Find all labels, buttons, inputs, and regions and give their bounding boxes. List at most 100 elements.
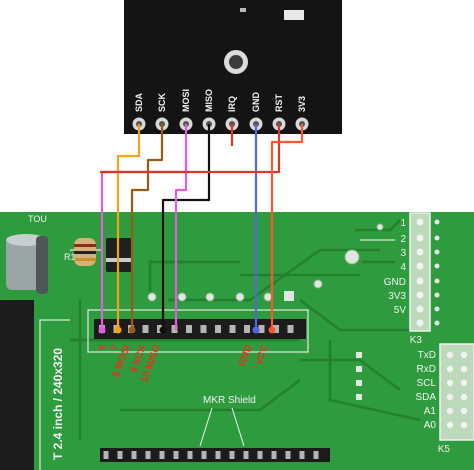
header-pin	[171, 325, 178, 333]
k5-title: K5	[438, 444, 451, 455]
k5-label-scl: SCL	[417, 378, 437, 389]
pcb-silk-lines	[39, 239, 395, 470]
module-led	[284, 10, 304, 20]
module-pin-label-rst: RST	[274, 93, 284, 112]
wire-endpoint	[128, 326, 136, 334]
signal-pads	[356, 352, 362, 400]
k3-pin-alt	[434, 306, 440, 312]
vias	[147, 223, 384, 302]
k5-label-txd: TxD	[418, 350, 436, 361]
lower-header-pin	[257, 451, 263, 459]
wire-rst	[100, 124, 281, 174]
k3-pin	[416, 234, 424, 242]
lower-header-pin	[145, 451, 151, 459]
k3-label-5v: 5V	[394, 305, 407, 316]
k5-label-rxd: RxD	[417, 364, 436, 375]
shield-pointer-line	[231, 407, 245, 447]
lower-header-pin	[229, 451, 235, 459]
k3-pin-alt	[434, 278, 440, 284]
module-pin-label-sck: SCK	[157, 92, 167, 112]
wire-endpoint	[252, 326, 260, 334]
lower-header-pin	[103, 451, 109, 459]
wire-3v3	[270, 124, 304, 330]
header-pin	[229, 325, 236, 333]
wire-sda	[116, 124, 141, 330]
resistor-label: R1	[64, 252, 76, 262]
k3-pin	[416, 218, 424, 226]
wire-miso	[161, 124, 211, 330]
k3-pin-alt	[434, 263, 440, 269]
pcb-traces	[70, 219, 421, 440]
module-pin-label-miso: MISO	[204, 89, 214, 112]
wire-endpoint	[114, 326, 122, 334]
wire-mosi	[174, 160, 188, 330]
k5-pin	[460, 407, 468, 415]
lower-header-pin	[131, 451, 137, 459]
header-label-7: 7	[109, 343, 121, 352]
k3-title: K3	[410, 335, 423, 346]
k3-pin	[416, 305, 424, 313]
k5-label-sda: SDA	[415, 392, 436, 403]
k5-pin	[460, 421, 468, 429]
k3-label-4: 4	[400, 262, 406, 273]
lcd-panel-edge	[0, 300, 34, 470]
k5-pin	[460, 351, 468, 359]
wire-endpoint	[268, 326, 276, 334]
lower-header-pin	[215, 451, 221, 459]
wire-endpoint	[98, 326, 106, 334]
lower-header-pin	[159, 451, 165, 459]
k3-pin	[416, 319, 424, 327]
capacitor	[6, 234, 48, 294]
module-pin-label-gnd: GND	[251, 92, 261, 113]
wire-endpoint	[159, 326, 167, 334]
k5-pin	[446, 393, 454, 401]
k5-labels: TxD RxD SCL SDA A1 A0 K5	[415, 350, 450, 455]
header-pin	[142, 325, 149, 333]
k5-pin	[446, 421, 454, 429]
lower-header-pin	[313, 451, 319, 459]
lower-header-pins	[103, 451, 319, 459]
k5-label-a1: A1	[424, 406, 437, 417]
header-pin	[258, 325, 265, 333]
lower-header-pin	[117, 451, 123, 459]
k5-pin	[446, 351, 454, 359]
module-smd	[240, 8, 246, 12]
k3-pin-alt	[434, 249, 440, 255]
k5-pin	[446, 407, 454, 415]
k3-pin-alt	[434, 292, 440, 298]
header-pin	[287, 325, 294, 333]
header-pin	[215, 325, 221, 333]
header-pin	[273, 325, 279, 333]
k3-pin	[416, 262, 424, 270]
k5-label-a0: A0	[424, 420, 437, 431]
k5-pin	[446, 379, 454, 387]
k5-pin	[460, 365, 468, 373]
k3-labels: 1 2 3 4 GND 3V3 5V K3	[384, 218, 423, 346]
main-header-strip	[94, 319, 306, 339]
k3-label-2: 2	[400, 234, 406, 245]
pad-square	[284, 291, 294, 301]
k3-label-1: 1	[400, 218, 406, 229]
lower-header-pin	[173, 451, 179, 459]
shield-label: MKR Shield	[203, 395, 256, 406]
k3-pin-alt	[434, 320, 440, 326]
mounting-hole-inner	[229, 55, 243, 69]
corner-label: TOU	[28, 214, 47, 224]
module-pin-label-mosi: MOSI	[181, 89, 191, 112]
k3-label-3v3: 3V3	[388, 291, 406, 302]
k3-label-gnd: GND	[384, 277, 406, 288]
k3-pin	[416, 277, 424, 285]
k3-pin	[416, 291, 424, 299]
lower-header-pin	[285, 451, 291, 459]
resistor: R1	[64, 238, 102, 266]
lower-header-pin	[299, 451, 305, 459]
pcb-board: T 2.4 inch / 240x320 TOU R1	[0, 212, 474, 470]
wire-sck	[130, 124, 164, 330]
header-pin	[244, 325, 250, 333]
shield-pointer-line	[199, 407, 213, 447]
k3-pins	[416, 218, 440, 327]
wires	[98, 124, 304, 334]
k5-pins	[446, 351, 468, 429]
k3-connector	[409, 212, 431, 332]
